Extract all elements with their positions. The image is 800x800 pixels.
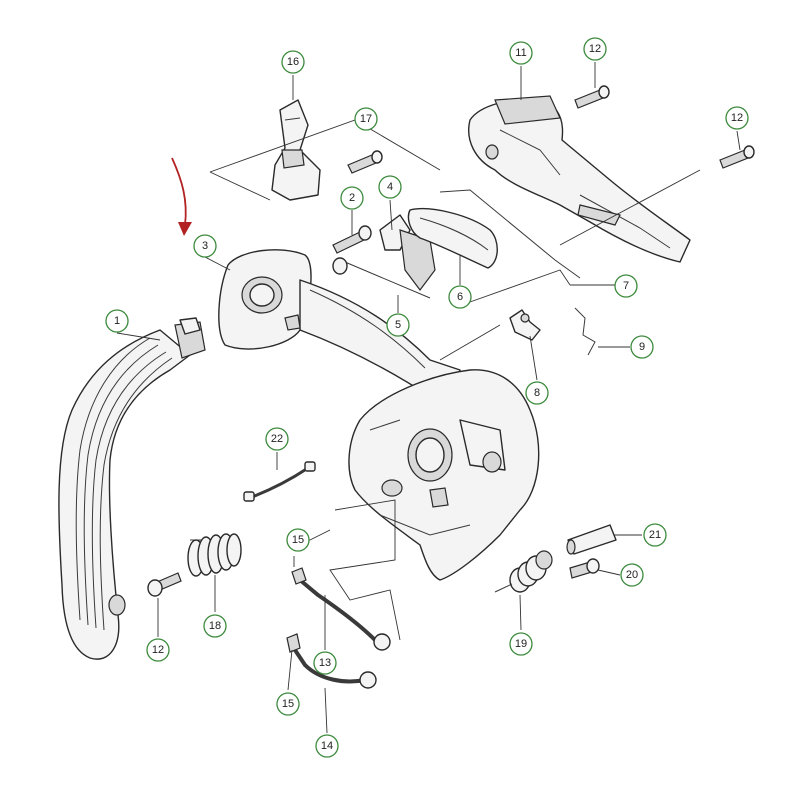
svg-text:2: 2 <box>349 192 355 204</box>
part-hose-14 <box>286 633 377 689</box>
svg-text:4: 4 <box>387 181 393 193</box>
callout-15-lower: 15 <box>276 692 300 716</box>
svg-text:7: 7 <box>623 280 629 292</box>
callout-12-bottom: 12 <box>146 638 170 662</box>
part-throttle-lock <box>271 99 321 201</box>
callout-11: 11 <box>509 41 533 65</box>
part-hose-13 <box>291 567 391 651</box>
svg-text:19: 19 <box>515 638 527 650</box>
svg-text:20: 20 <box>626 569 638 581</box>
svg-text:12: 12 <box>589 43 601 55</box>
svg-text:17: 17 <box>360 113 372 125</box>
svg-text:1: 1 <box>114 315 120 327</box>
part-spring-18 <box>187 533 242 577</box>
callout-21: 21 <box>643 523 667 547</box>
callout-6: 6 <box>448 285 472 309</box>
part-spring-19 <box>494 550 553 593</box>
part-screw-2 <box>332 225 372 254</box>
callout-15-upper: 15 <box>286 528 310 552</box>
callout-8: 8 <box>525 381 549 405</box>
svg-text:22: 22 <box>271 433 283 445</box>
part-screw-12-right <box>719 145 755 169</box>
callout-20: 20 <box>620 563 644 587</box>
callout-14: 14 <box>315 734 339 758</box>
svg-text:15: 15 <box>292 534 304 546</box>
svg-text:15: 15 <box>282 698 294 710</box>
callout-9: 9 <box>630 335 654 359</box>
part-sleeve <box>332 257 348 275</box>
pointer-arrow <box>171 157 192 236</box>
svg-text:12: 12 <box>731 112 743 124</box>
svg-text:21: 21 <box>649 529 661 541</box>
part-lever-8 <box>509 309 541 341</box>
part-hose-22 <box>243 461 316 502</box>
part-rod-5 <box>344 261 431 299</box>
callout-22: 22 <box>265 427 289 451</box>
part-front-handle <box>58 317 206 660</box>
part-screw-20 <box>569 558 600 579</box>
svg-text:8: 8 <box>534 387 540 399</box>
part-clip-4 <box>379 214 436 291</box>
part-screw-17 <box>347 150 383 174</box>
callout-5: 5 <box>386 313 410 337</box>
svg-text:14: 14 <box>321 740 333 752</box>
callout-12-right: 12 <box>725 106 749 130</box>
callout-13: 13 <box>313 651 337 675</box>
part-screw-12-top <box>574 85 610 109</box>
part-main-housing <box>348 369 540 581</box>
callout-2: 2 <box>340 186 364 210</box>
callout-16: 16 <box>281 50 305 74</box>
svg-text:13: 13 <box>319 657 331 669</box>
part-trigger-6 <box>407 208 498 269</box>
svg-text:16: 16 <box>287 56 299 68</box>
callout-17: 17 <box>354 107 378 131</box>
svg-text:18: 18 <box>209 620 221 632</box>
part-rear-handle-shell <box>468 95 691 263</box>
part-wire-9 <box>574 307 596 356</box>
svg-text:6: 6 <box>457 291 463 303</box>
callout-19: 19 <box>509 632 533 656</box>
callout-12-top: 12 <box>583 37 607 61</box>
part-rod-7 <box>439 189 581 279</box>
callout-7: 7 <box>614 274 638 298</box>
callout-1: 1 <box>105 309 129 333</box>
callout-18: 18 <box>203 614 227 638</box>
svg-text:5: 5 <box>395 319 401 331</box>
callout-4: 4 <box>378 175 402 199</box>
svg-text:11: 11 <box>515 47 526 59</box>
svg-text:9: 9 <box>639 341 645 353</box>
svg-text:12: 12 <box>152 644 164 656</box>
svg-text:3: 3 <box>202 240 208 252</box>
part-screw-12-bottom <box>147 572 182 597</box>
callout-3: 3 <box>193 234 217 258</box>
part-pin-21 <box>566 524 617 555</box>
